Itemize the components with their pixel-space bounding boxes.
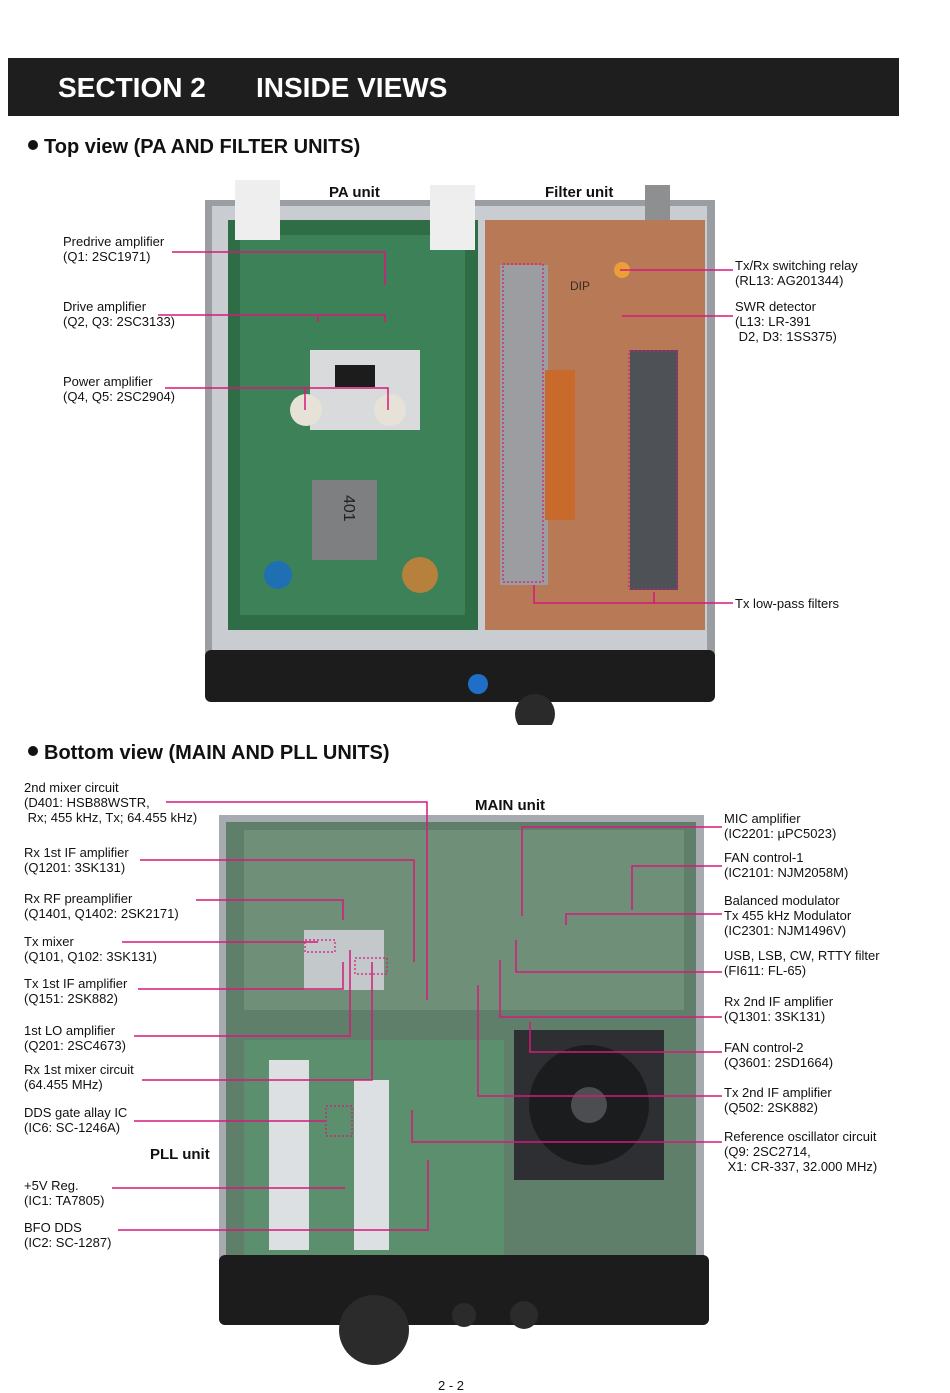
label-rx-rf-preamp: Rx RF preamplifier (Q1401, Q1402: 2SK217… xyxy=(24,891,179,921)
leader-line xyxy=(521,826,722,916)
label-tx-mixer: Tx mixer (Q101, Q102: 3SK131) xyxy=(24,934,157,964)
leader-line xyxy=(118,1160,429,1231)
label-tx-lpf: Tx low-pass filters xyxy=(735,596,840,611)
label-1st-lo: 1st LO amplifier (Q201: 2SC4673) xyxy=(24,1023,126,1053)
leader-line xyxy=(134,950,351,1037)
label-txrx-relay: Tx/Rx switching relay (RL13: AG201344) xyxy=(735,258,858,288)
filter-board-marking: DIP xyxy=(570,279,590,293)
leader-line xyxy=(196,899,344,920)
label-2nd-mixer: 2nd mixer circuit (D401: HSB88WSTR, Rx; … xyxy=(24,780,198,825)
section-number: SECTION 2 xyxy=(58,72,206,103)
leader-line xyxy=(165,387,306,410)
main-unit-label: MAIN unit xyxy=(475,797,545,814)
leader-line xyxy=(499,960,722,1018)
label-5v-reg: +5V Reg. (IC1: TA7805) xyxy=(24,1178,105,1208)
section-title: INSIDE VIEWS xyxy=(256,72,448,103)
leader-line xyxy=(477,985,722,1097)
label-rx-1st-if: Rx 1st IF amplifier (Q1201: 3SK131) xyxy=(24,845,129,875)
leader-line xyxy=(172,251,386,285)
bottom-view-heading: Bottom view (MAIN AND PLL UNITS) xyxy=(28,742,390,765)
component-dashed-outline xyxy=(304,939,336,953)
bottom-view-photo xyxy=(214,810,714,1375)
leader-line xyxy=(529,1022,722,1053)
pa-unit-label: PA unit xyxy=(329,184,380,201)
label-ref-osc: Reference oscillator circuit (Q9: 2SC271… xyxy=(724,1129,878,1174)
leader-line xyxy=(318,314,386,322)
label-tx-2nd-if: Tx 2nd IF amplifier (Q502: 2SK882) xyxy=(724,1085,832,1115)
component-dashed-outline xyxy=(325,1105,353,1137)
leader-line xyxy=(305,387,389,410)
label-fan-control-1: FAN control-1 (IC2101: NJM2058M) xyxy=(724,850,849,880)
lpf-dashed-outline xyxy=(502,263,544,583)
bullet-icon xyxy=(28,140,38,150)
component-dashed-outline xyxy=(354,957,388,975)
label-swr-detector: SWR detector (L13: LR-391 D2, D3: 1SS375… xyxy=(735,299,837,344)
leader-line xyxy=(158,314,319,322)
label-predrive-amp: Predrive amplifier (Q1: 2SC1971) xyxy=(63,234,165,264)
lpf-dashed-outline xyxy=(628,350,678,590)
transformer-marking: 401 xyxy=(340,495,357,522)
leader-line xyxy=(515,940,722,973)
leader-line xyxy=(565,913,722,925)
leader-line xyxy=(411,1110,722,1143)
top-view-photo: 401 DIP xyxy=(200,180,730,725)
leader-line xyxy=(142,962,373,1081)
pll-unit-label: PLL unit xyxy=(150,1146,210,1163)
page-number: 2 - 2 xyxy=(438,1378,465,1393)
label-fan-control-2: FAN control-2 (Q3601: 2SD1664) xyxy=(724,1040,834,1070)
label-tx-1st-if: Tx 1st IF amplifier (Q151: 2SK882) xyxy=(24,976,128,1006)
filter-unit-label: Filter unit xyxy=(545,184,614,201)
label-power-amp: Power amplifier (Q4, Q5: 2SC2904) xyxy=(63,374,175,404)
label-filter-fl65: USB, LSB, CW, RTTY filter (FI611: FL-65) xyxy=(724,948,880,978)
top-view-heading-text: Top view (PA AND FILTER UNITS) xyxy=(44,136,361,158)
top-view-heading: Top view (PA AND FILTER UNITS) xyxy=(28,136,360,159)
label-bfo-dds: BFO DDS (IC2: SC-1287) xyxy=(24,1220,112,1250)
leader-line xyxy=(138,962,344,990)
leader-line xyxy=(533,585,733,604)
label-mic-amp: MIC amplifier (IC2201: µPC5023) xyxy=(724,811,837,841)
bottom-view-heading-text: Bottom view (MAIN AND PLL UNITS) xyxy=(44,742,390,764)
label-balanced-mod: Balanced modulator Tx 455 kHz Modulator … xyxy=(724,893,852,938)
bullet-icon xyxy=(28,746,38,756)
section-header-bar xyxy=(8,58,899,116)
leader-line xyxy=(631,865,722,910)
label-dds-gate: DDS gate allay IC (IC6: SC-1246A) xyxy=(24,1105,128,1135)
label-rx-2nd-if: Rx 2nd IF amplifier (Q1301: 3SK131) xyxy=(724,994,834,1024)
leader-line xyxy=(166,801,428,1000)
label-drive-amp: Drive amplifier (Q2, Q3: 2SC3133) xyxy=(63,299,175,329)
leader-line xyxy=(140,859,415,962)
label-rx-1st-mixer: Rx 1st mixer circuit (64.455 MHz) xyxy=(24,1062,134,1092)
